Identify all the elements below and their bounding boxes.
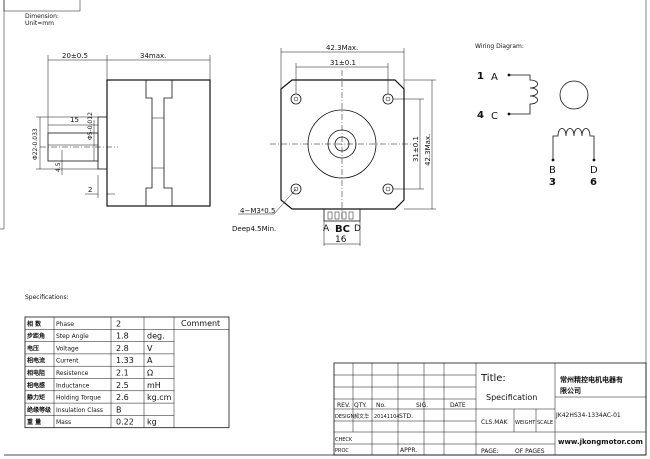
spec-cn-label: 步距角: [27, 332, 45, 340]
design-label: DESIGN: [335, 414, 355, 420]
hole-depth: Deep4.5Min.: [232, 225, 276, 233]
spec-value: B: [116, 405, 122, 414]
company-line2: 限公司: [560, 386, 581, 395]
page-label: PAGE:: [481, 448, 499, 455]
spec-cn-label: 电压: [27, 344, 39, 352]
dim-shaft-dia: Φ5-0.012: [87, 112, 94, 140]
wire-number-1: 1: [477, 71, 484, 82]
spec-value: 1.8: [116, 332, 129, 341]
title-block: REV. QTY. No. SIG. DATE DESIGN 郝文华 20141…: [333, 362, 647, 456]
cls-label: CLS.MAK: [481, 419, 509, 426]
dim-boss-dia: Φ22-0.033: [32, 128, 39, 160]
scale-label: SCALE: [537, 420, 553, 426]
specs-title: Specifications:: [25, 294, 69, 301]
spec-cn-label: 相 数: [27, 320, 42, 328]
specifications: Specifications: Comment 相 数 Phase 2 步距角 Step …: [24, 294, 230, 429]
title-value: Specification: [486, 393, 537, 402]
no-label: No.: [376, 402, 386, 409]
wire-number-6: 6: [590, 177, 597, 188]
dim-width: 42.3Max.: [326, 44, 358, 52]
spec-value: 2.1: [116, 369, 129, 378]
company-line1: 常州精控电机电器有: [560, 375, 623, 384]
spec-en-label: Phase: [56, 321, 74, 328]
spec-en-label: Holding Torque: [56, 395, 101, 402]
side-view: 20±0.5 34max. 15 Φ5-0.012 Φ22-0.033 4.5 …: [32, 52, 211, 207]
spec-unit: deg.: [147, 332, 165, 341]
dim-body-length: 34max.: [140, 52, 166, 60]
spec-value: 2.5: [116, 381, 129, 390]
wire-letter-b: B: [549, 165, 556, 176]
website: www.jkongmotor.com: [558, 438, 643, 446]
design-date: 20141104: [374, 414, 399, 420]
of-pages-label: OF PAGES: [515, 448, 545, 455]
sig-label: SIG.: [416, 402, 428, 409]
spec-en-label: Resistence: [56, 370, 89, 377]
spec-unit: V: [147, 344, 153, 353]
connector-pin-a: A: [323, 224, 330, 234]
dim-boss-height: 2: [88, 186, 92, 194]
rev-label: REV.: [337, 402, 350, 409]
wire-letter-a: A: [491, 72, 498, 83]
spec-unit: A: [147, 356, 153, 365]
design-name: 郝文华: [354, 413, 369, 420]
wire-letter-c: C: [491, 111, 498, 122]
weight-label: WEIGHT: [515, 420, 536, 426]
spec-cn-label: 相电流: [27, 357, 45, 365]
spec-unit: kg.cm: [147, 393, 172, 402]
wire-letter-d: D: [590, 165, 598, 176]
spec-table: Comment 相 数 Phase 2 步距角 Step Angle 1.8 deg. 电压 Vo…: [24, 316, 230, 429]
std-label: STD.: [399, 413, 413, 420]
appr-label: APPR.: [400, 447, 417, 454]
dim-shaft-length: 20±0.5: [62, 52, 88, 60]
spec-cn-label: 绝缘等级: [27, 406, 51, 414]
check-label: CHECK: [335, 437, 353, 443]
spec-value: 2: [116, 319, 121, 328]
qty-label: QTY.: [354, 402, 367, 409]
connector-width: 16: [335, 235, 347, 245]
spec-unit: mH: [147, 381, 161, 390]
spec-en-label: Insulation Class: [56, 407, 103, 414]
unit-label: Unit=mm: [25, 20, 54, 27]
spec-unit: Ω: [147, 369, 153, 378]
spec-value: 2.6: [116, 393, 129, 402]
spec-value: 0.22: [116, 418, 134, 427]
spec-en-label: Inductance: [56, 382, 90, 389]
spec-value: 1.33: [116, 356, 134, 365]
wiring-diagram: Wiring Diagram: 1 A 4 C B D 3 6: [475, 43, 598, 188]
comment-header: Comment: [181, 319, 220, 328]
dim-height: 42.3Max.: [424, 134, 432, 166]
spec-en-label: Mass: [56, 419, 71, 426]
wire-number-3: 3: [549, 177, 556, 188]
front-view: 42.3Max. 31±0.1 31±0.1 42.3Max. 4−M3*0.5…: [232, 44, 436, 246]
hole-note: 4−M3*0.5: [240, 207, 275, 215]
connector-pin-d: D: [354, 224, 361, 234]
spec-unit: kg: [147, 418, 157, 427]
spec-en-label: Current: [56, 358, 79, 365]
date-label: DATE: [450, 402, 466, 409]
part-number: JK42HS34-1334AC-01: [555, 412, 621, 419]
dim-flat-depth: 4.5: [55, 162, 62, 172]
spec-en-label: Voltage: [56, 345, 79, 352]
dimension-label: Dimension:: [25, 13, 59, 20]
spec-en-label: Step Angle: [56, 333, 89, 340]
spec-cn-label: 重 量: [27, 418, 41, 426]
spec-value: 2.8: [116, 344, 129, 353]
spec-cn-label: 静力矩: [27, 394, 45, 402]
wiring-title: Wiring Diagram:: [475, 43, 524, 50]
spec-cn-label: 相电阻: [27, 369, 45, 377]
connector-pin-bc: BC: [335, 224, 350, 235]
wire-number-4: 4: [477, 110, 484, 121]
dim-flat-length: 15: [70, 116, 79, 124]
title-label: Title:: [480, 373, 506, 384]
dimension-header-box: Dimension: Unit=mm: [3, 0, 81, 27]
dim-hole-spacing-h: 31±0.1: [330, 59, 356, 67]
spec-cn-label: 相电感: [27, 381, 45, 389]
dim-hole-spacing-v: 31±0.1: [412, 136, 420, 162]
proc-label: PROC: [335, 448, 349, 454]
